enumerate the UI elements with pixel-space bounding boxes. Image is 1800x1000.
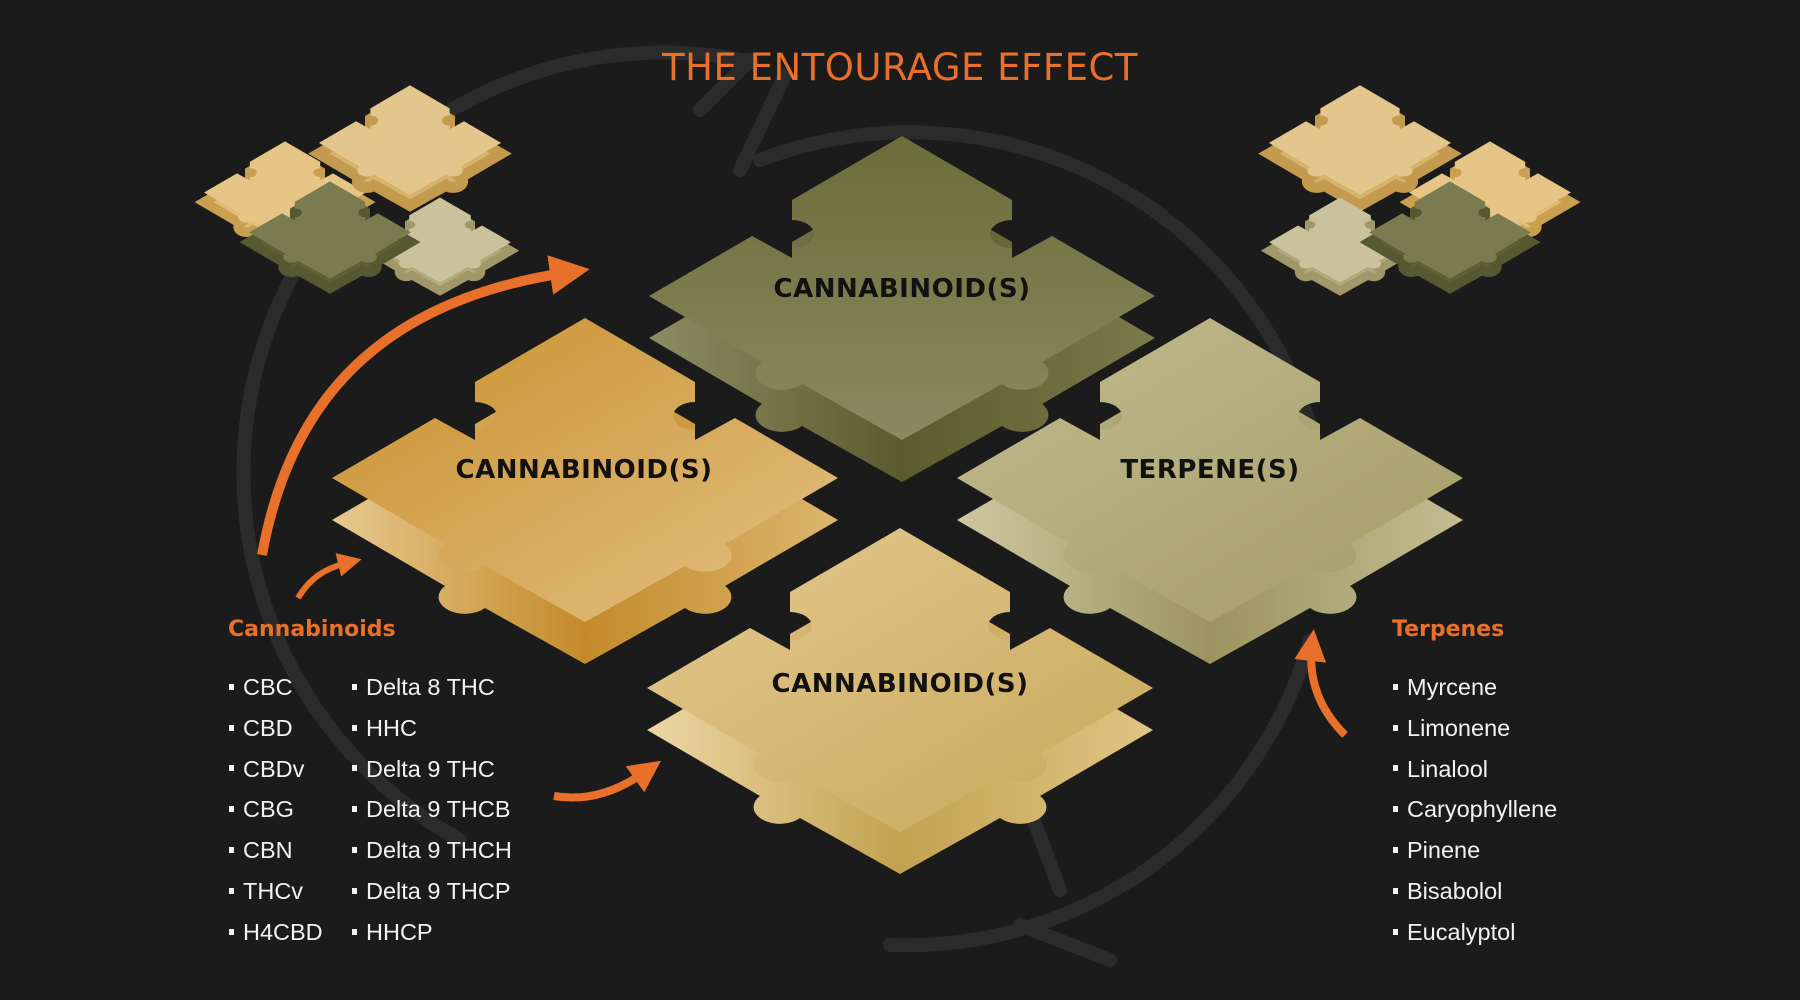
bullet-icon — [1393, 765, 1398, 772]
list-item: Delta 9 THCP — [352, 871, 512, 912]
puzzle-cluster-left-icon — [204, 85, 511, 291]
small-arrow-bottom-icon — [553, 760, 662, 802]
list-item: Caryophyllene — [1393, 789, 1557, 830]
bullet-icon — [229, 765, 234, 772]
list-item: THCv — [229, 871, 323, 912]
bullet-icon — [229, 683, 234, 690]
cannabinoids-heading: Cannabinoids — [228, 617, 396, 642]
list-item: Delta 8 THC — [352, 667, 512, 708]
piece-label-right: TERPENE(S) — [1120, 455, 1300, 485]
puzzle-cluster-right-icon — [1269, 85, 1571, 291]
bullet-icon — [229, 928, 234, 935]
cannabinoids-list-col2: Delta 8 THC HHC Delta 9 THC Delta 9 THCB… — [352, 667, 512, 953]
bullet-icon — [352, 846, 357, 853]
list-item: HHCP — [352, 912, 512, 953]
bullet-icon — [352, 928, 357, 935]
bullet-icon — [229, 806, 234, 813]
page-title: THE ENTOURAGE EFFECT — [662, 46, 1138, 89]
list-item: CBDv — [229, 749, 323, 790]
list-item: H4CBD — [229, 912, 323, 953]
bullet-icon — [352, 887, 357, 894]
cannabinoids-list-col1: CBC CBD CBDv CBG CBN THCv H4CBD — [229, 667, 323, 953]
bullet-icon — [1393, 806, 1398, 813]
list-item: Limonene — [1393, 708, 1557, 749]
orange-arrows — [257, 255, 1348, 802]
bullet-icon — [1393, 887, 1398, 894]
bullet-icon — [352, 683, 357, 690]
bullet-icon — [229, 724, 234, 731]
list-item: Delta 9 THCH — [352, 830, 512, 871]
list-item: Myrcene — [1393, 667, 1557, 708]
list-item: Eucalyptol — [1393, 912, 1557, 953]
terpenes-list: Myrcene Limonene Linalool Caryophyllene … — [1393, 667, 1557, 953]
bullet-icon — [1393, 683, 1398, 690]
bullet-icon — [229, 887, 234, 894]
terpenes-heading: Terpenes — [1392, 617, 1505, 642]
list-item: Delta 9 THCB — [352, 789, 512, 830]
list-item: Linalool — [1393, 749, 1557, 790]
piece-label-top: CANNABINOID(S) — [773, 274, 1031, 304]
small-arrow-left-icon — [295, 553, 362, 600]
bullet-icon — [1393, 846, 1398, 853]
list-item: CBG — [229, 789, 323, 830]
bullet-icon — [352, 806, 357, 813]
list-item: HHC — [352, 708, 512, 749]
bullet-icon — [1393, 928, 1398, 935]
piece-label-left: CANNABINOID(S) — [455, 455, 713, 485]
list-item: CBN — [229, 830, 323, 871]
big-arrow-icon — [257, 255, 590, 556]
list-item: CBC — [229, 667, 323, 708]
list-item: Pinene — [1393, 830, 1557, 871]
small-arrow-right-icon — [1294, 629, 1348, 738]
list-item: CBD — [229, 708, 323, 749]
bullet-icon — [229, 846, 234, 853]
piece-label-bottom: CANNABINOID(S) — [771, 669, 1029, 699]
bullet-icon — [352, 724, 357, 731]
list-item: Delta 9 THC — [352, 749, 512, 790]
list-item: Bisabolol — [1393, 871, 1557, 912]
bullet-icon — [1393, 724, 1398, 731]
bullet-icon — [352, 765, 357, 772]
